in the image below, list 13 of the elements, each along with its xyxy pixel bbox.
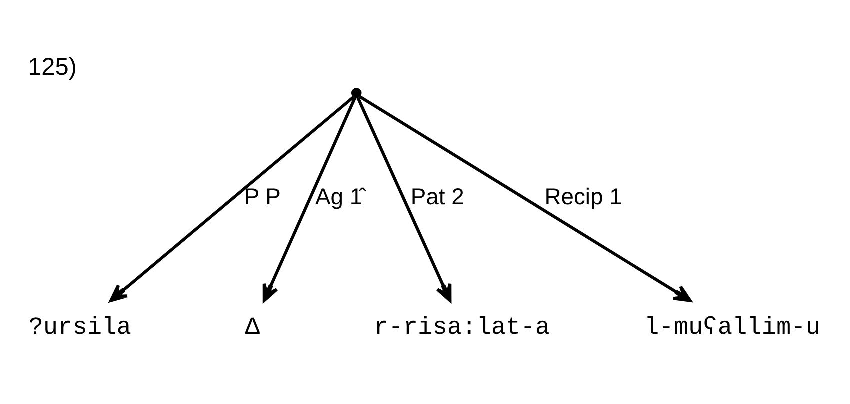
edge-label: Pat 2 xyxy=(410,183,464,210)
arrow xyxy=(359,94,692,302)
node-point xyxy=(351,88,362,98)
node-text: l-muʕallim-u xyxy=(644,314,821,342)
node-text: Δ xyxy=(245,314,260,342)
node-text: r-risa:lat-a xyxy=(374,314,550,342)
edge-label: Recip 1 xyxy=(544,183,622,210)
node-text: ?ursila xyxy=(28,314,132,342)
arrow xyxy=(262,96,357,302)
diagram-title: 125) xyxy=(28,53,77,80)
arrow xyxy=(356,96,452,302)
arrow xyxy=(110,96,354,302)
edge-label: P P xyxy=(244,183,281,210)
